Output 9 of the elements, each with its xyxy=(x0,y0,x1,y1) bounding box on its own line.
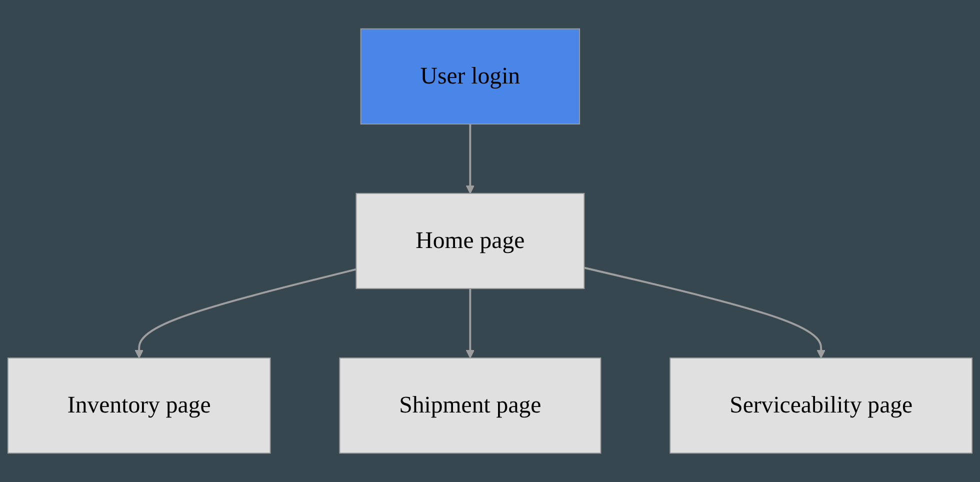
node-box: Serviceability page xyxy=(670,358,973,454)
arrow xyxy=(134,268,356,358)
node-box: Home page xyxy=(356,192,585,290)
arrow xyxy=(466,124,475,194)
arrow xyxy=(584,266,826,358)
node-box: Inventory page xyxy=(7,358,271,454)
arrow xyxy=(466,288,475,358)
node-box: Shipment page xyxy=(339,358,602,454)
node-box: User login xyxy=(360,28,580,124)
